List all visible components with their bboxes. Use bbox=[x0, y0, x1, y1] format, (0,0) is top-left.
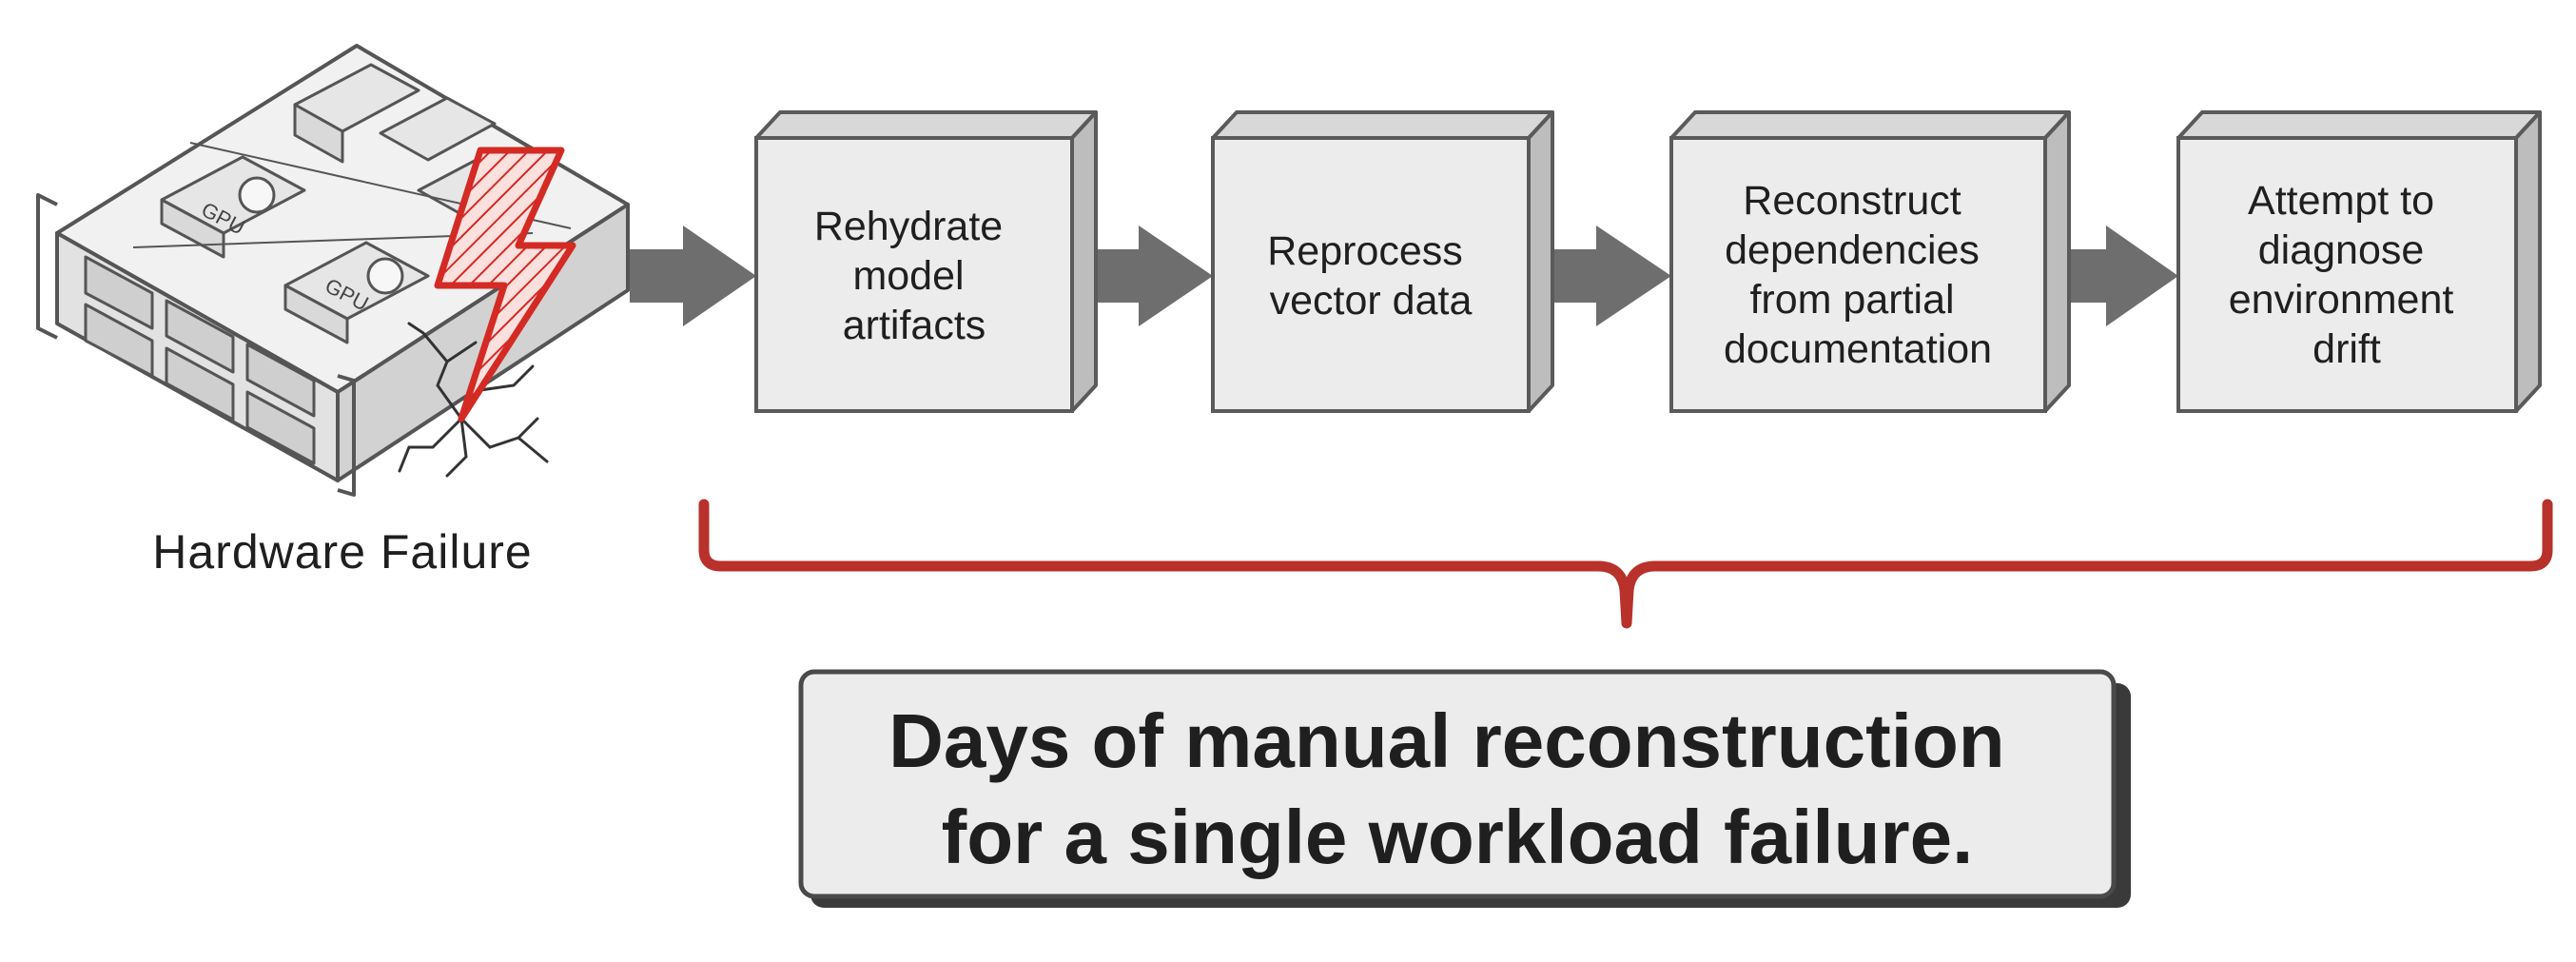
step-3-line-2: dependencies bbox=[1725, 227, 1980, 273]
step-4-line-4: drift bbox=[2313, 326, 2381, 372]
step-2-line-1: Reprocess bbox=[1267, 228, 1463, 274]
summary-box: Days of manual reconstruction for a sing… bbox=[798, 669, 2131, 908]
step-1-line-3: artifacts bbox=[843, 303, 986, 348]
svg-text:Reprocess vector data: Reprocess vector data bbox=[1267, 228, 1473, 324]
lightning-bolt-icon bbox=[434, 147, 576, 422]
step-box-1: Rehydrate model artifacts bbox=[754, 110, 1098, 413]
step-box-2: Reprocess vector data bbox=[1211, 110, 1554, 413]
arrow-step2-to-step3 bbox=[1529, 226, 1671, 326]
svg-text:Attempt to diagnose: Attempt to diagnose environment drift bbox=[2229, 178, 2466, 372]
step-1-line-2: model bbox=[852, 253, 964, 299]
step-box-4: Attempt to diagnose environment drift bbox=[2176, 110, 2542, 413]
svg-text:Rehydrate model ar: Rehydrate model artifacts bbox=[814, 204, 1014, 348]
step-2-line-2: vector data bbox=[1270, 278, 1473, 324]
step-4-line-2: diagnose bbox=[2258, 227, 2425, 273]
step-4-line-3: environment bbox=[2229, 277, 2454, 323]
hardware-failure-label: Hardware Failure bbox=[152, 525, 532, 579]
svg-text:Reconstruct dependencies: Reconstruct dependencies from partial do… bbox=[1724, 178, 1992, 372]
step-3-line-4: documentation bbox=[1724, 326, 1992, 372]
grouping-brace bbox=[698, 499, 2553, 629]
flow-arrows bbox=[630, 226, 2178, 326]
step-4-line-1: Attempt to bbox=[2248, 178, 2434, 224]
svg-text:Days of manual reconstruction: Days of manual reconstruction for a sing… bbox=[888, 698, 2026, 879]
step-3-line-1: Reconstruct bbox=[1743, 178, 1961, 224]
arrow-server-to-step1 bbox=[630, 226, 756, 326]
step-box-3: Reconstruct dependencies from partial do… bbox=[1669, 110, 2071, 413]
arrow-step1-to-step2 bbox=[1070, 226, 1213, 326]
summary-line-1: Days of manual reconstruction bbox=[888, 698, 2005, 783]
arrow-step3-to-step4 bbox=[2045, 226, 2178, 326]
summary-line-2: for a single workload failure. bbox=[942, 795, 1974, 879]
step-1-line-1: Rehydrate bbox=[814, 204, 1003, 249]
step-3-line-3: from partial bbox=[1749, 277, 1954, 323]
